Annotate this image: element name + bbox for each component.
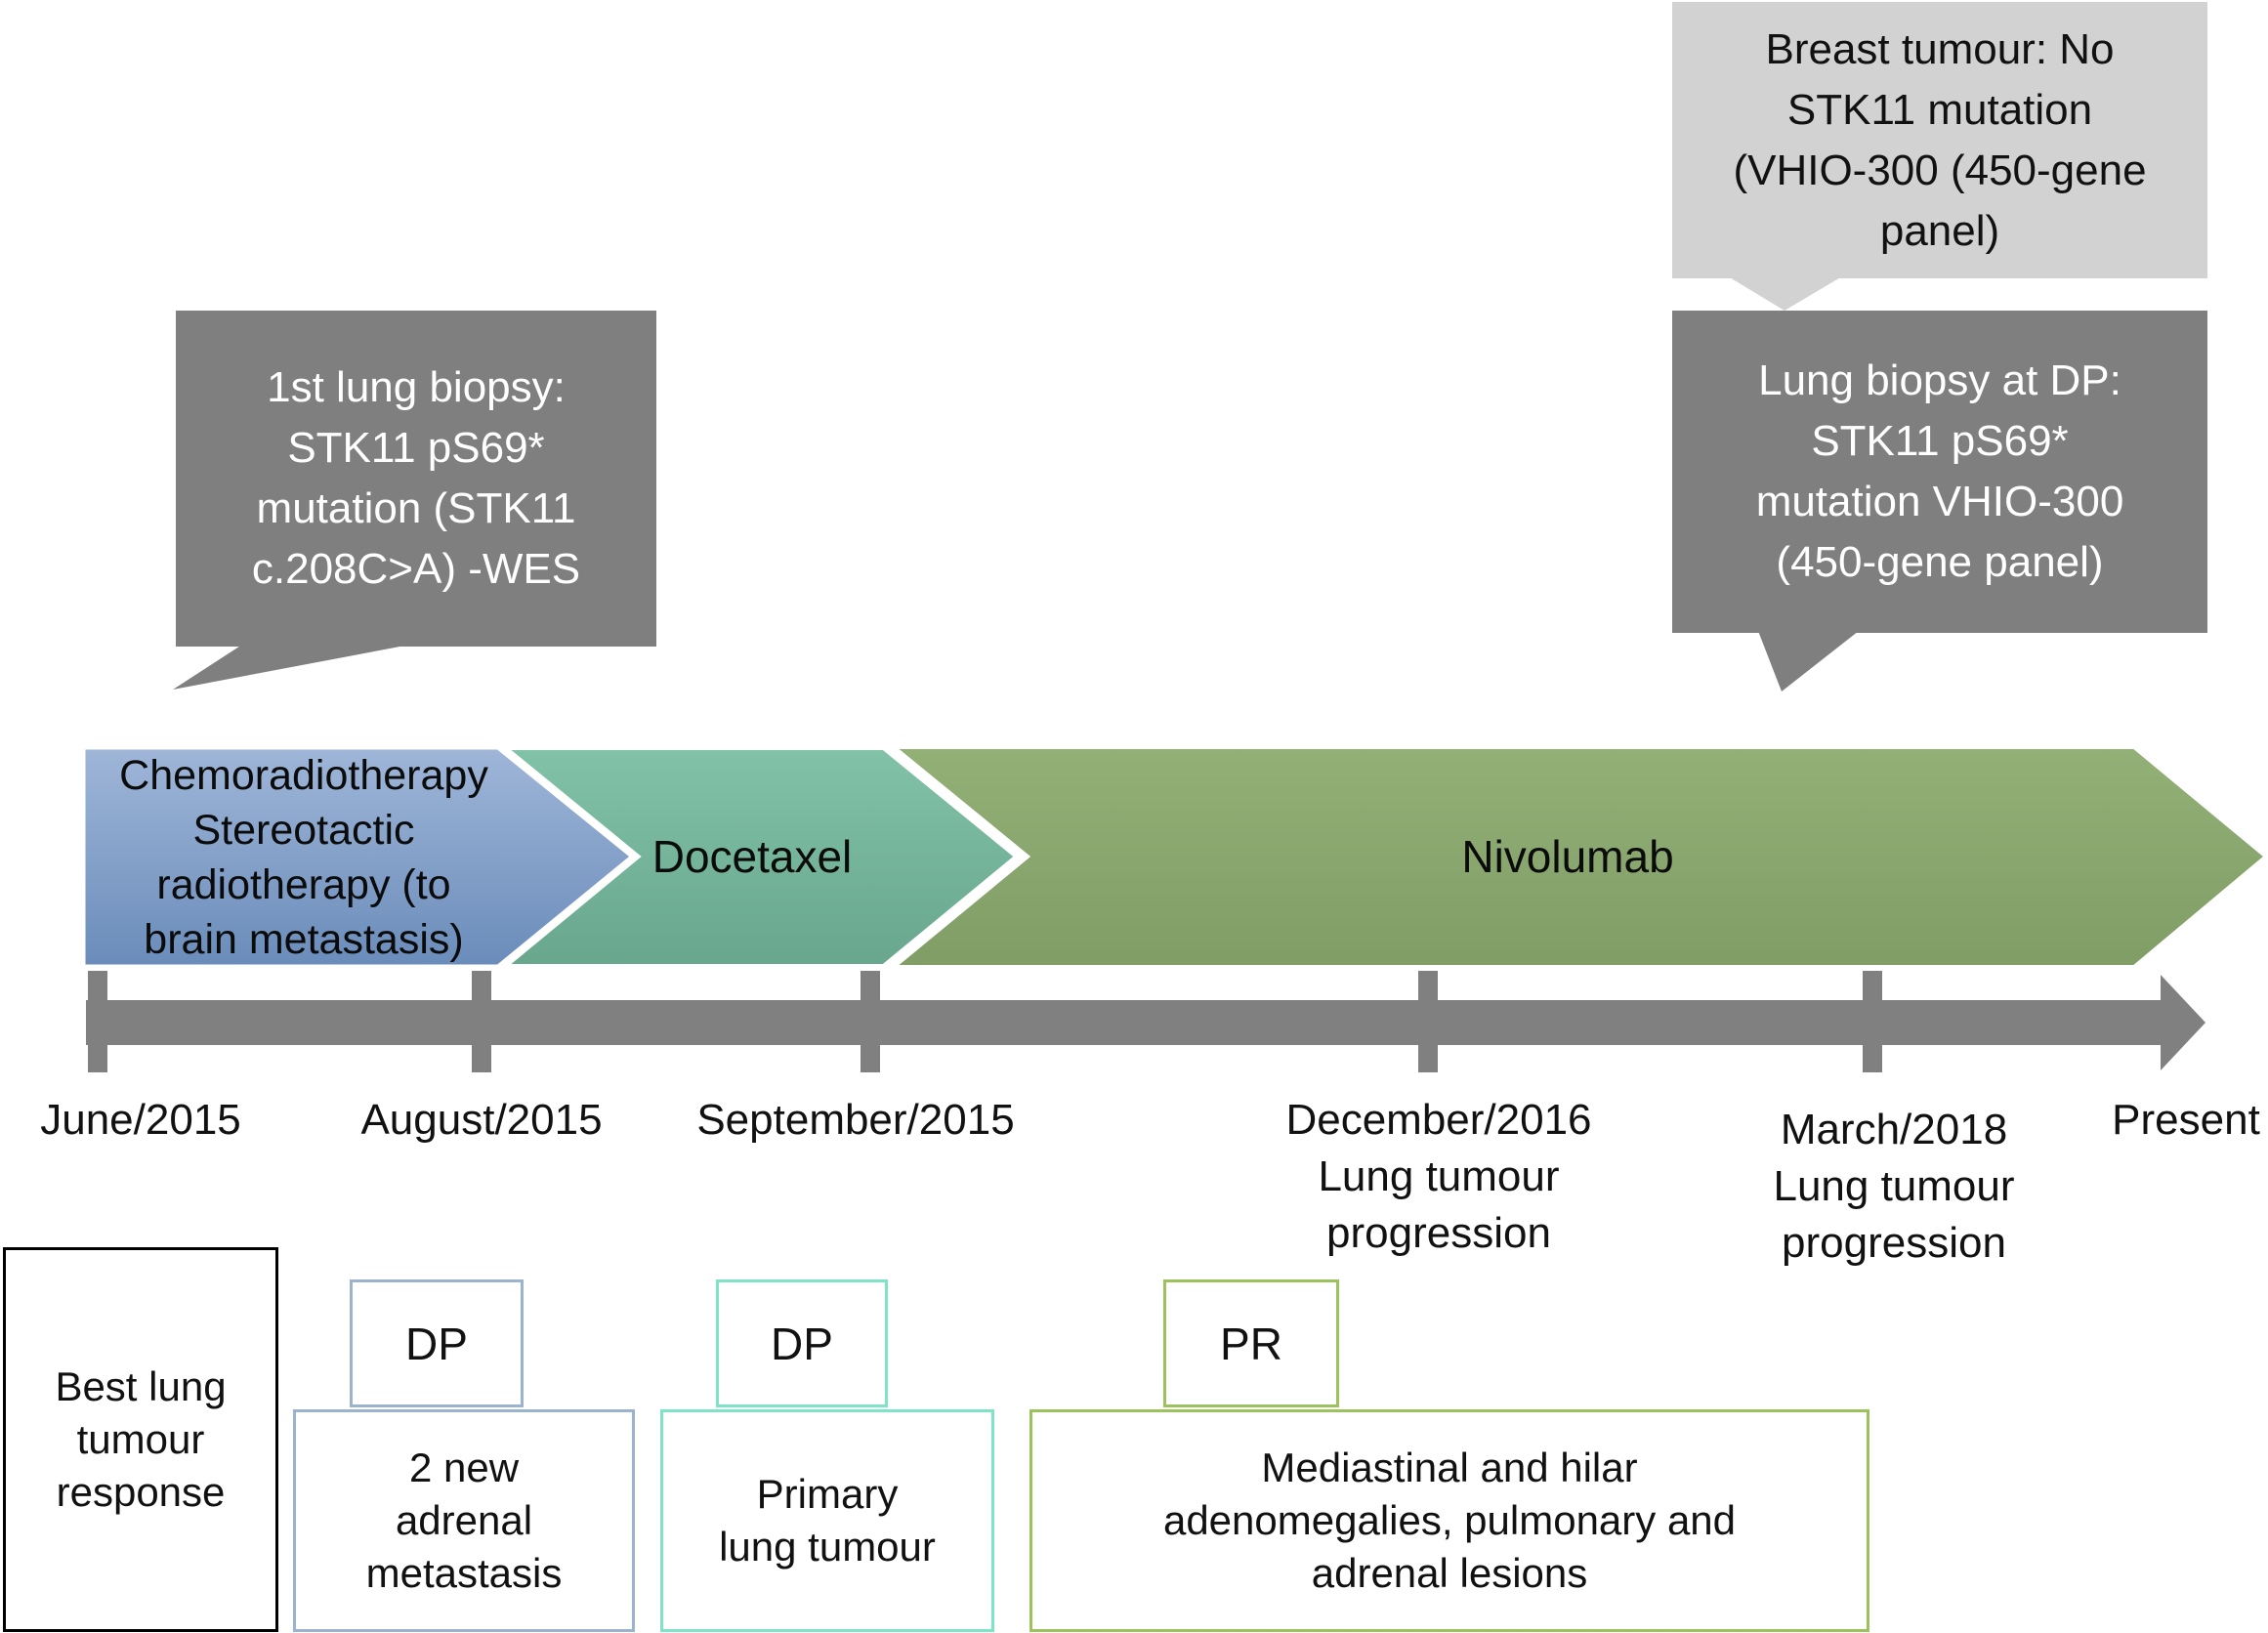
lung-biopsy-dp-callout: Lung biopsy at DP: STK11 pS69* mutation … (1672, 311, 2207, 633)
callout-line: c.208C>A) -WES (251, 545, 581, 593)
timeline-tick-august2015 (472, 971, 491, 1072)
timeline-tick-march2018 (1863, 971, 1882, 1072)
timeline-tick-september2015 (861, 971, 880, 1072)
badge-label: DP (771, 1318, 833, 1369)
milestone-event-line: progression (1782, 1219, 2006, 1267)
milestone-date: August/2015 (360, 1096, 603, 1144)
callout-line: panel) (1879, 206, 2000, 255)
milestone-date: December/2016 (1285, 1096, 1592, 1144)
milestone-date: Present (2112, 1096, 2260, 1144)
response-badge-pr-nivolumab: PR (1163, 1279, 1339, 1407)
callout-line: 1st lung biopsy: (267, 363, 566, 411)
response-box-chemo: 2 new adrenal metastasis (293, 1409, 635, 1632)
breast-tumour-callout: Breast tumour: No STK11 mutation (VHIO-3… (1672, 2, 2207, 278)
response-line: Primary (756, 1471, 899, 1517)
response-badge-dp-chemo: DP (350, 1279, 524, 1407)
first-biopsy-callout: 1st lung biopsy: STK11 pS69* mutation (S… (176, 311, 656, 647)
milestone-date: June/2015 (40, 1096, 241, 1144)
response-line: lung tumour (719, 1524, 936, 1570)
callout-line: mutation (STK11 (256, 484, 576, 532)
milestone-september2015: September/2015 (696, 1092, 1014, 1149)
badge-label: DP (405, 1318, 468, 1369)
legend-title-line: Best lung (55, 1363, 227, 1409)
milestone-june2015: June/2015 (40, 1092, 241, 1149)
response-line: adrenal lesions (1311, 1550, 1588, 1596)
timeline-tick-december2016 (1418, 971, 1438, 1072)
callout-line: (450-gene panel) (1776, 538, 2104, 586)
milestone-event-line: Lung tumour (1318, 1152, 1560, 1200)
best-response-title-box: Best lung tumour response (3, 1247, 278, 1632)
callout-line: STK11 pS69* (287, 424, 545, 472)
callout-line: STK11 pS69* (1811, 417, 2069, 465)
docetaxel-arrow (494, 744, 1023, 970)
callout-line: Breast tumour: No (1765, 24, 2115, 73)
chemoradiotherapy-arrow (80, 744, 637, 970)
milestone-december2016: December/2016 Lung tumour progression (1285, 1092, 1591, 1262)
badge-label: PR (1220, 1318, 1282, 1369)
callout-line: Lung biopsy at DP: (1758, 356, 2121, 404)
response-line: adenomegalies, pulmonary and (1162, 1497, 1737, 1543)
callout-line: STK11 mutation (1786, 85, 2093, 134)
response-box-docetaxel: Primary lung tumour (660, 1409, 994, 1632)
callout-line: (VHIO-300 (450-gene (1733, 146, 2147, 194)
timeline-arrowhead-icon (2161, 975, 2205, 1070)
milestone-august2015: August/2015 (360, 1092, 602, 1149)
timeline-bar (86, 1000, 2164, 1045)
nivolumab-arrow (888, 745, 2268, 969)
response-line: 2 new (408, 1445, 520, 1490)
response-line: metastasis (365, 1550, 563, 1596)
milestone-event-line: Lung tumour (1773, 1162, 2015, 1210)
response-line: Mediastinal and hilar (1261, 1445, 1638, 1490)
milestone-date: September/2015 (696, 1096, 1015, 1144)
callout-line: mutation VHIO-300 (1755, 478, 2124, 525)
timeline-tick-june2015 (88, 971, 107, 1072)
response-line: adrenal (395, 1497, 533, 1543)
milestone-event-line: progression (1326, 1209, 1551, 1257)
milestone-date: March/2018 (1780, 1106, 2008, 1153)
breast-tumour-callout-tail (1728, 276, 1842, 311)
milestone-present: Present (2112, 1092, 2260, 1149)
legend-title-line: response (56, 1469, 226, 1515)
response-box-nivolumab: Mediastinal and hilar adenomegalies, pul… (1029, 1409, 1869, 1632)
legend-title-line: tumour (76, 1416, 205, 1462)
milestone-march2018: March/2018 Lung tumour progression (1773, 1102, 2014, 1272)
response-badge-dp-docetaxel: DP (716, 1279, 888, 1407)
first-biopsy-callout-tail (173, 645, 410, 690)
lung-biopsy-dp-callout-tail (1758, 631, 1859, 691)
